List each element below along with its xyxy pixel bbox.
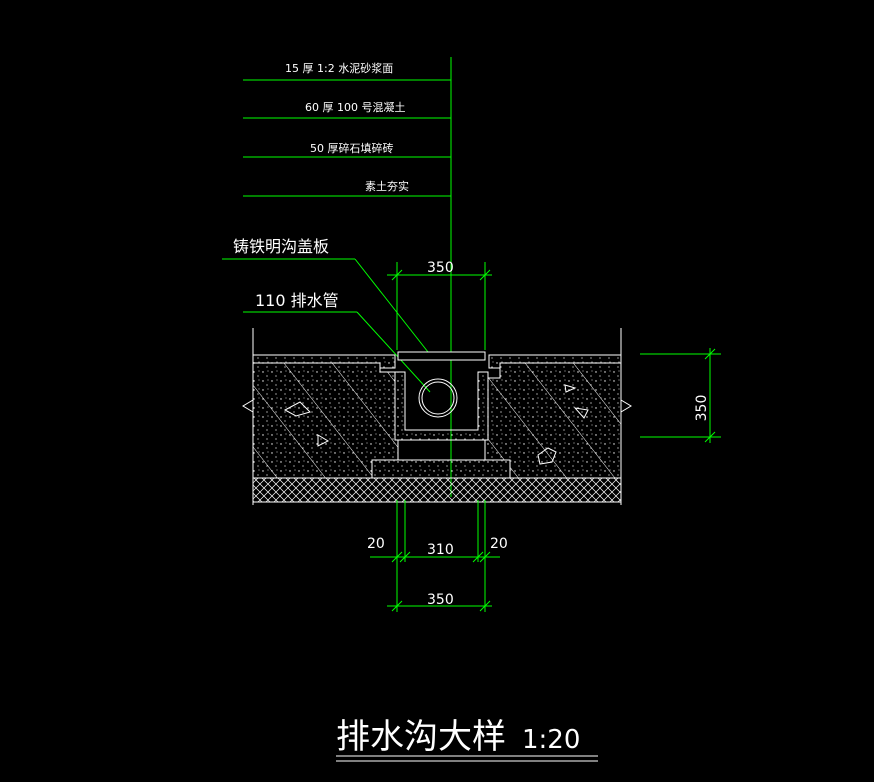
layer-label-1: 15 厚 1:2 水泥砂浆面 — [285, 61, 393, 75]
inner-width-label: 310 — [427, 542, 454, 558]
pipe-leader — [243, 311, 431, 393]
top-dimension-label: 350 — [427, 260, 454, 276]
cover-leader — [222, 258, 429, 353]
drain-pipe — [418, 378, 458, 418]
section-body — [242, 328, 632, 505]
cast-iron-cover — [397, 351, 486, 361]
right-dimension — [640, 348, 721, 443]
right-dimension-label: 350 — [694, 395, 710, 422]
layer-label-2: 60 厚 100 号混凝土 — [305, 100, 405, 114]
layer-label-4: 素土夯实 — [365, 179, 409, 193]
top-dimension — [387, 262, 492, 350]
pipe-label: 110 排水管 — [255, 291, 339, 310]
left-edge-label: 20 — [367, 536, 385, 552]
bottom-width-label: 350 — [427, 592, 454, 608]
layer-label-3: 50 厚碎石填碎砖 — [310, 141, 394, 155]
bottom-dimensions — [370, 500, 500, 612]
right-edge-label: 20 — [490, 536, 508, 552]
layer-leaders — [243, 57, 452, 497]
cover-label: 铸铁明沟盖板 — [233, 237, 329, 256]
drawing-title: 排水沟大样 — [336, 717, 506, 757]
drawing-scale: 1:20 — [522, 725, 580, 755]
